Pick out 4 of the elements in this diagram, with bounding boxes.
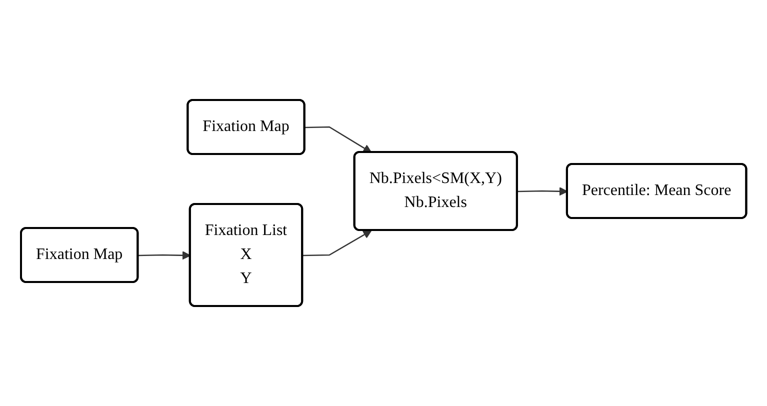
arrow (302, 230, 372, 256)
arrow (517, 186, 568, 196)
arrow (304, 126, 372, 153)
arrow (138, 250, 191, 260)
